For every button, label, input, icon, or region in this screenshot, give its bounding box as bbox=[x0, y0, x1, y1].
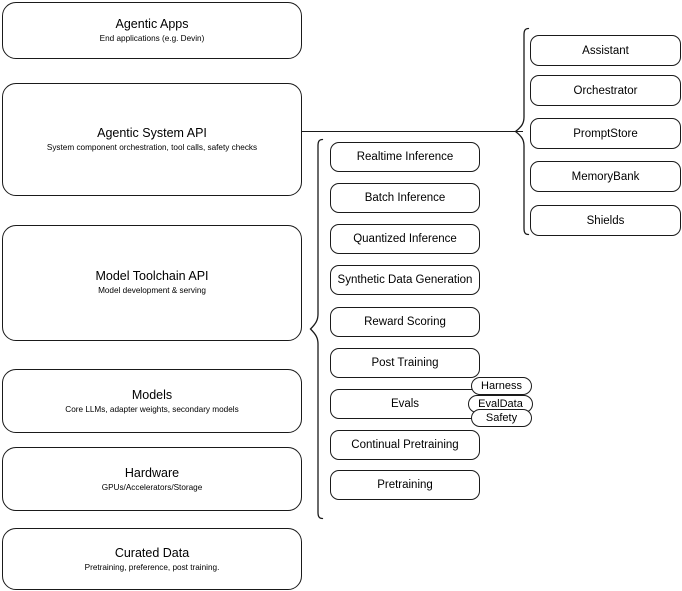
layer-subtitle: Model development & serving bbox=[98, 286, 206, 295]
toolchain-item-post-training[interactable]: Post Training bbox=[330, 348, 480, 378]
layer-subtitle: Core LLMs, adapter weights, secondary mo… bbox=[65, 404, 239, 414]
layer-box-agentic-apps[interactable]: Agentic Apps End applications (e.g. Devi… bbox=[2, 2, 302, 59]
toolchain-item-continual-pretraining[interactable]: Continual Pretraining bbox=[330, 430, 480, 460]
brace-toolchain bbox=[309, 138, 324, 520]
toolchain-item-realtime-inference[interactable]: Realtime Inference bbox=[330, 142, 480, 172]
layer-title: Model Toolchain API bbox=[95, 269, 209, 283]
layer-text-group: Model Toolchain API Model development & … bbox=[3, 269, 301, 296]
item-label: Synthetic Data Generation bbox=[337, 274, 473, 286]
layer-text-group: Models Core LLMs, adapter weights, secon… bbox=[65, 388, 238, 415]
item-label: Shields bbox=[586, 214, 625, 227]
layer-subtitle: End applications (e.g. Devin) bbox=[99, 34, 205, 43]
system-item-promptstore[interactable]: PromptStore bbox=[530, 118, 681, 149]
item-label: Post Training bbox=[371, 357, 439, 369]
layer-subtitle: GPUs/Accelerators/Storage bbox=[101, 482, 203, 492]
item-label: Batch Inference bbox=[364, 192, 446, 204]
badge-label: Safety bbox=[485, 411, 518, 424]
system-item-shields[interactable]: Shields bbox=[530, 205, 681, 236]
layer-text-group: Agentic Apps End applications (e.g. Devi… bbox=[100, 17, 205, 44]
toolchain-item-evals[interactable]: Evals bbox=[330, 389, 480, 419]
toolchain-item-synthetic-data-generation[interactable]: Synthetic Data Generation bbox=[330, 265, 480, 295]
item-label: Reward Scoring bbox=[364, 316, 446, 328]
layer-subtitle: System component orchestration, tool cal… bbox=[46, 143, 258, 152]
item-label: PromptStore bbox=[573, 127, 638, 140]
toolchain-item-quantized-inference[interactable]: Quantized Inference bbox=[330, 224, 480, 254]
item-label: Evals bbox=[390, 398, 420, 410]
system-item-orchestrator[interactable]: Orchestrator bbox=[530, 75, 681, 106]
item-label: Continual Pretraining bbox=[351, 439, 459, 451]
toolchain-item-pretraining[interactable]: Pretraining bbox=[330, 470, 480, 500]
item-label: Orchestrator bbox=[573, 84, 638, 97]
layer-box-model-toolchain-api[interactable]: Model Toolchain API Model development & … bbox=[2, 225, 302, 341]
badge-label: Harness bbox=[481, 379, 522, 392]
system-item-memorybank[interactable]: MemoryBank bbox=[530, 161, 681, 192]
layer-title: Agentic System API bbox=[97, 126, 207, 140]
brace-system-components bbox=[514, 27, 530, 236]
layer-title: Models bbox=[131, 387, 173, 402]
layer-box-hardware[interactable]: Hardware GPUs/Accelerators/Storage bbox=[2, 447, 302, 511]
item-label: Pretraining bbox=[377, 479, 433, 491]
layer-title: Curated Data bbox=[114, 545, 190, 560]
layer-text-group: Hardware GPUs/Accelerators/Storage bbox=[102, 466, 203, 493]
toolchain-item-batch-inference[interactable]: Batch Inference bbox=[330, 183, 480, 213]
layer-title: Agentic Apps bbox=[115, 17, 189, 31]
item-label: Realtime Inference bbox=[356, 151, 454, 163]
evals-badge-harness[interactable]: Harness bbox=[471, 377, 532, 395]
toolchain-item-reward-scoring[interactable]: Reward Scoring bbox=[330, 307, 480, 337]
item-label: Assistant bbox=[582, 44, 629, 57]
connector-line-system-api bbox=[302, 131, 523, 133]
item-label: Quantized Inference bbox=[353, 233, 457, 245]
layer-box-curated-data[interactable]: Curated Data Pretraining, preference, po… bbox=[2, 528, 302, 590]
layer-text-group: Curated Data Pretraining, preference, po… bbox=[85, 546, 220, 573]
layer-subtitle: Pretraining, preference, post training. bbox=[84, 562, 220, 572]
layer-title: Hardware bbox=[124, 465, 180, 480]
layer-box-models[interactable]: Models Core LLMs, adapter weights, secon… bbox=[2, 369, 302, 433]
evals-badge-safety[interactable]: Safety bbox=[471, 409, 532, 427]
system-item-assistant[interactable]: Assistant bbox=[530, 35, 681, 66]
badge-label: EvalData bbox=[478, 397, 523, 410]
item-label: MemoryBank bbox=[571, 170, 640, 183]
layer-text-group: Agentic System API System component orch… bbox=[3, 126, 301, 153]
layer-box-agentic-system-api[interactable]: Agentic System API System component orch… bbox=[2, 83, 302, 196]
